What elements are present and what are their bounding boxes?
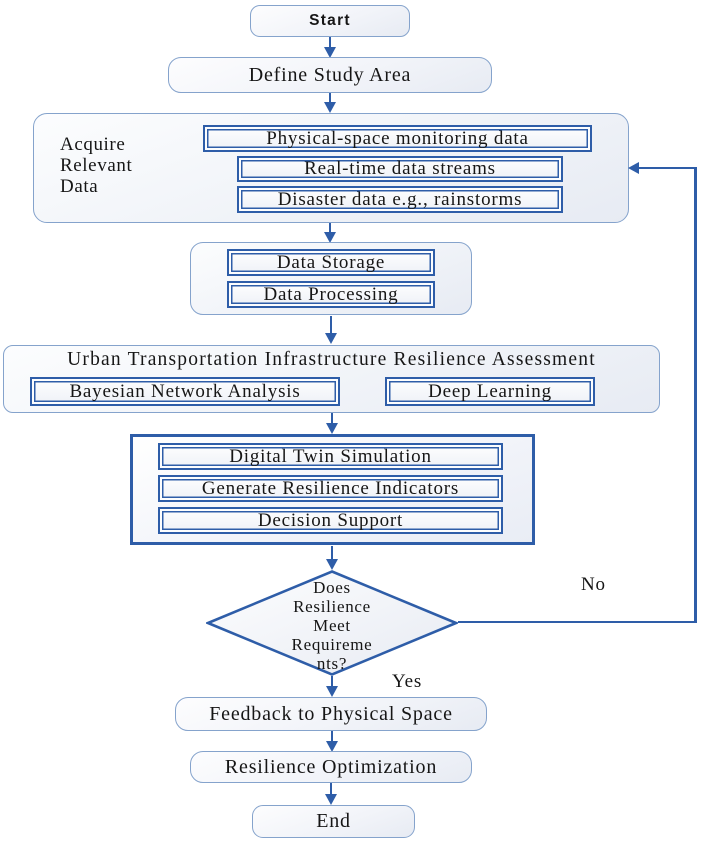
arrow-start-to-define: [328, 37, 332, 47]
node-bayesian-network-analysis: Bayesian Network Analysis: [30, 377, 340, 406]
no-loop-bottom-segment: [458, 620, 697, 624]
no-loop-top-segment: [638, 166, 697, 170]
decision-diamond-label: Does Resilience Meet Requireme nts?: [291, 578, 373, 673]
decision-diamond: [206, 570, 458, 676]
no-loop-arrowhead: [628, 161, 639, 174]
edge-label-yes: Yes: [392, 671, 423, 692]
node-end: End: [252, 805, 415, 838]
arrow-acquire-to-storage: [328, 223, 332, 232]
node-deep-learning: Deep Learning: [385, 377, 595, 406]
node-data-processing: Data Processing: [227, 281, 435, 308]
node-physical-space-monitoring-data: Physical-space monitoring data: [203, 125, 592, 152]
node-digital-twin-simulation: Digital Twin Simulation: [158, 443, 503, 470]
node-start: Start: [250, 5, 410, 37]
arrow-feedback-to-optimization: [330, 731, 334, 741]
arrow-optimization-to-end: [329, 783, 333, 794]
node-feedback-to-physical-space: Feedback to Physical Space: [175, 697, 487, 731]
no-loop-vertical-segment: [694, 166, 697, 624]
node-resilience-optimization: Resilience Optimization: [190, 751, 472, 783]
arrow-digital-twin-to-decision: [330, 546, 334, 559]
edge-label-no: No: [581, 574, 606, 595]
node-disaster-data: Disaster data e.g., rainstorms: [237, 186, 563, 213]
resilience-assessment-title: Urban Transportation Infrastructure Resi…: [67, 349, 596, 370]
arrow-decision-to-feedback: [330, 676, 334, 686]
node-define-study-area: Define Study Area: [168, 57, 492, 93]
arrow-define-to-acquire: [328, 93, 332, 102]
node-data-storage: Data Storage: [227, 249, 435, 276]
arrow-storage-to-assessment: [329, 316, 333, 333]
node-real-time-data-streams: Real-time data streams: [237, 156, 563, 182]
node-decision-support: Decision Support: [158, 507, 503, 534]
node-generate-resilience-indicators: Generate Resilience Indicators: [158, 475, 503, 502]
arrow-assessment-to-digital-twin: [330, 413, 334, 423]
acquire-relevant-data-label: Acquire Relevant Data: [60, 134, 133, 197]
